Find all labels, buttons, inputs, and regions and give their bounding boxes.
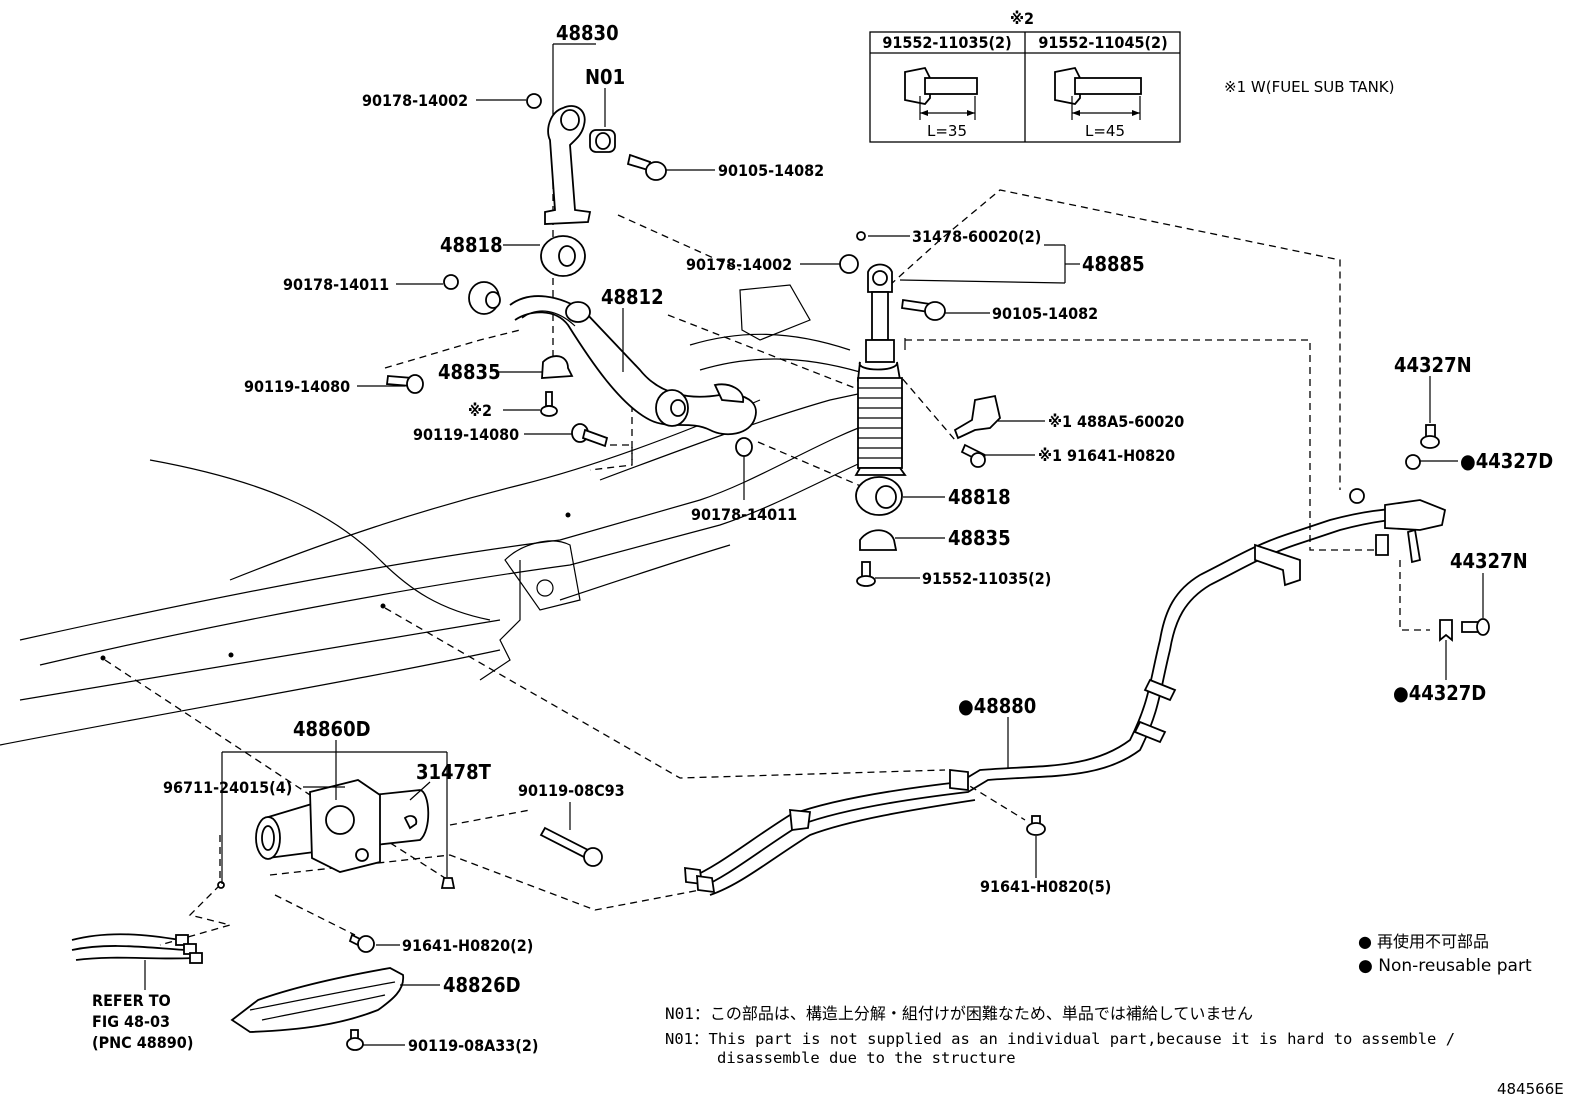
stabilizer-bar-48812 — [509, 295, 757, 457]
height-control-valve-48860d — [217, 740, 456, 889]
bushing-48818-lower — [855, 476, 903, 516]
label-48885: 48885 — [1082, 252, 1145, 276]
label-48826d: 48826D — [443, 973, 521, 997]
bolt-90119-08c93 — [539, 826, 603, 867]
bolt-91641-h0820-5 — [1026, 815, 1046, 836]
legend: ● 再使用不可部品 ● Non-reusable part — [1358, 932, 1532, 976]
label-44327n-a: 44327N — [1394, 353, 1472, 377]
label-44327d-a: ●44327D — [1460, 449, 1553, 473]
label-44327d-b: ●44327D — [1393, 681, 1486, 705]
bolt-44327n-lower — [1461, 618, 1490, 636]
label-48818-a: 48818 — [440, 233, 503, 257]
bracket-488a5-60020 — [953, 394, 1001, 468]
label-90105-14082-a: 90105-14082 — [718, 161, 824, 180]
table-len-1: L=35 — [927, 122, 967, 140]
label-91552-11035: 91552-11035(2) — [922, 569, 1051, 588]
figure-id: 484566E — [1497, 1080, 1564, 1098]
vehicle-frame — [0, 284, 901, 746]
label-90178-14011-a: 90178-14011 — [283, 275, 389, 294]
label-48812: 48812 — [601, 285, 664, 309]
note-1: ※1 W(FUEL SUB TANK) — [1224, 78, 1395, 96]
label-31478t: 31478T — [416, 760, 492, 784]
bolt-44327n-upper — [1420, 424, 1440, 449]
label-96711-24015: 96711-24015(4) — [163, 778, 292, 797]
gasket-44327d-upper — [1405, 454, 1421, 470]
label-refer-1: REFER TO — [92, 991, 171, 1010]
footnotes: N01：この部品は、構造上分解・組付けが困難なため、単品では補給していません N… — [665, 1004, 1455, 1067]
table-col-1: 91552-11035(2) — [882, 33, 1011, 52]
assembly-leader-lines — [104, 110, 1430, 946]
tube-assembly-48880 — [684, 488, 1447, 896]
label-90178-14002-a: 90178-14002 — [362, 91, 468, 110]
label-leaders — [303, 43, 1484, 1046]
label-31478-60020: 31478-60020(2) — [912, 227, 1041, 246]
bolt-91641-h0820-2 — [348, 933, 375, 953]
bracket-48835-upper — [541, 355, 574, 379]
label-refer-3: (PNC 48890) — [92, 1033, 193, 1052]
table-col-2: 91552-11045(2) — [1038, 33, 1167, 52]
shock-absorber-48885 — [839, 231, 946, 476]
label-48880: ●48880 — [958, 694, 1036, 718]
protector-48826d — [230, 967, 404, 1033]
bolt-ref2 — [540, 391, 558, 417]
legend-jp: ● 再使用不可部品 — [1358, 932, 1489, 951]
label-48830: 48830 — [556, 21, 619, 45]
label-90105-14082-b: 90105-14082 — [992, 304, 1098, 323]
label-refer-2: FIG 48-03 — [92, 1012, 170, 1031]
label-n01: N01 — [585, 65, 625, 89]
bushing-left — [468, 281, 501, 315]
label-91641-h0820-2: 91641-H0820(2) — [402, 936, 533, 955]
label-48818-b: 48818 — [948, 485, 1011, 509]
refer-tubes — [71, 933, 203, 990]
label-90178-14011-b: 90178-14011 — [691, 505, 797, 524]
stabilizer-link-48830 — [526, 93, 667, 225]
label-90119-08a33: 90119-08A33(2) — [408, 1036, 538, 1055]
footnote-en-2: disassemble due to the structure — [717, 1049, 1016, 1067]
label-90119-14080-a: 90119-14080 — [244, 377, 350, 396]
bolt-length-table: ※2 91552-11035(2) 91552-11045(2) L=35 L=… — [869, 9, 1181, 143]
label-44327n-b: 44327N — [1450, 549, 1528, 573]
legend-en: ● Non-reusable part — [1358, 956, 1532, 976]
bolt-90119-14080-a — [385, 374, 424, 394]
nut-90178-14011-left — [443, 274, 459, 290]
label-91641-h0820: ※1 91641-H0820 — [1038, 446, 1175, 465]
label-90119-14080-b: 90119-14080 — [413, 425, 519, 444]
label-90119-08c93: 90119-08C93 — [518, 781, 625, 800]
footnote-jp: N01：この部品は、構造上分解・組付けが困難なため、単品では補給していません — [665, 1004, 1253, 1023]
table-len-2: L=45 — [1085, 122, 1125, 140]
label-48860d: 48860D — [293, 717, 371, 741]
label-ref-2: ※2 — [468, 401, 492, 420]
label-91641-h0820-5: 91641-H0820(5) — [980, 877, 1111, 896]
bolt-90119-08a33 — [346, 1029, 364, 1051]
label-90178-14002-b: 90178-14002 — [686, 255, 792, 274]
table-mark: ※2 — [1010, 9, 1034, 28]
bolt-90119-14080-b — [571, 423, 609, 448]
bushing-48818-upper — [540, 235, 586, 277]
footnote-en-1: N01：This part is not supplied as an indi… — [665, 1030, 1455, 1048]
bracket-48835-lower — [859, 529, 898, 551]
label-48835-b: 48835 — [948, 526, 1011, 550]
clip-44327d-lower — [1439, 619, 1453, 642]
label-48835-a: 48835 — [438, 360, 501, 384]
part-labels: 48830 N01 90178-14002 90105-14082 48818 … — [92, 21, 1553, 1055]
label-488a5-60020: ※1 488A5-60020 — [1048, 412, 1184, 431]
bolt-91552-11035 — [856, 561, 876, 587]
